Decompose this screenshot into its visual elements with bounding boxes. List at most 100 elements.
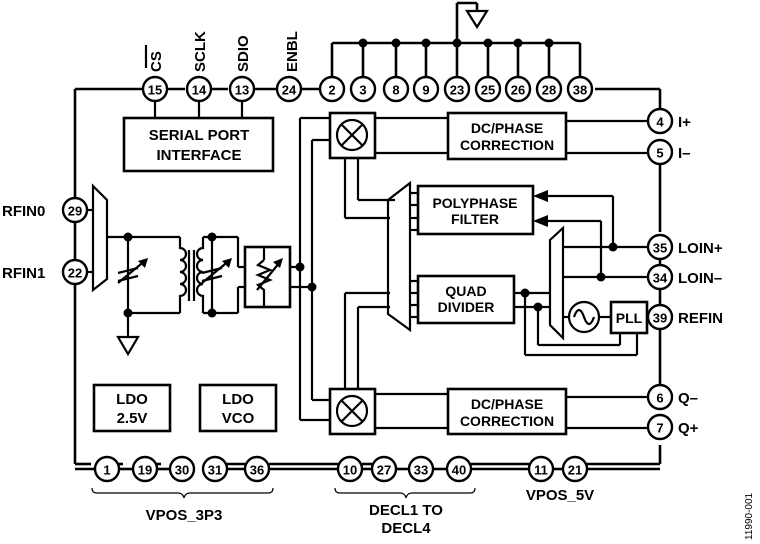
brace-vpos-3p3 [91,487,274,499]
block-label: CORRECTION [460,137,554,153]
pin-number: 19 [138,463,152,478]
pin-label-refin: REFIN [678,310,723,327]
pin-enbl[interactable]: 24 [275,75,303,103]
pin-cs[interactable]: 15 [141,75,169,103]
pin-number: 24 [282,83,297,98]
pin-vpos3p3-19[interactable]: 19 [131,455,159,483]
variable-attenuator [243,245,292,309]
pin-gnd-8[interactable]: 8 [382,75,410,103]
q-channel-mixer [328,387,377,436]
pin-gnd-38[interactable]: 38 [566,75,594,103]
pin-gnd-25[interactable]: 25 [474,75,502,103]
i-channel-mixer [328,111,377,160]
figure-id: 11990-001 [744,492,755,540]
pin-number: 33 [414,463,428,478]
quad-divider-block: QUAD DIVIDER [416,274,516,325]
rf-input-mux [91,183,109,293]
lo-phase-mux [386,180,412,333]
lo-input-wiring [533,190,648,282]
pin-label-q-minus: Q– [678,390,698,407]
block-label: POLYPHASE [432,195,517,211]
pin-loin-minus[interactable]: 34 [646,263,674,291]
pin-number: 14 [192,83,207,98]
dc-phase-correction-i-block: DC/PHASE CORRECTION [446,111,568,161]
pin-number: 27 [377,463,391,478]
pin-number: 9 [422,83,429,98]
pin-decl-10[interactable]: 10 [336,455,364,483]
pin-rfin1[interactable]: 22 [61,258,89,286]
pin-i-plus[interactable]: 4 [646,107,674,135]
pin-number: 34 [653,271,668,286]
ldo-2v5-block: LDO 2.5V [92,383,172,433]
pin-label-q-plus: Q+ [678,420,699,437]
pin-gnd-26[interactable]: 26 [504,75,532,103]
pin-number: 15 [148,83,162,98]
pin-vpos3p3-30[interactable]: 30 [168,455,196,483]
pin-q-minus[interactable]: 6 [646,383,674,411]
pin-number: 13 [235,83,249,98]
pin-sclk[interactable]: 14 [185,75,213,103]
pin-vpos3p3-31[interactable]: 31 [201,455,229,483]
pin-gnd-2[interactable]: 2 [318,75,346,103]
block-label: SERIAL PORT [149,127,250,144]
pin-number: 11 [534,463,548,478]
block-label: PLL [616,310,643,326]
brace-decl [334,487,476,499]
block-label: QUAD [445,283,486,299]
block-label: DC/PHASE [471,120,543,136]
polyphase-filter-block: POLYPHASE FILTER [416,184,535,236]
pin-refin[interactable]: 39 [646,303,674,331]
pin-loin-plus[interactable]: 35 [646,233,674,261]
pin-number: 5 [656,146,663,161]
pll-block: PLL [609,300,649,335]
pin-number: 23 [450,83,464,98]
pin-decl-27[interactable]: 27 [370,455,398,483]
ldo-vco-block: LDO VCO [198,383,278,433]
pin-number: 40 [452,463,466,478]
pin-decl-33[interactable]: 33 [407,455,435,483]
pin-number: 30 [175,463,189,478]
pin-number: 36 [250,463,264,478]
pin-gnd-9[interactable]: 9 [412,75,440,103]
serial-port-interface-block: SERIAL PORT INTERFACE [122,116,275,173]
pin-number: 2 [328,83,335,98]
pin-number: 7 [656,421,663,436]
dc-phase-correction-q-block: DC/PHASE CORRECTION [446,387,568,436]
pin-rfin0[interactable]: 29 [61,196,89,224]
pin-number: 31 [208,463,222,478]
pin-label-loin-plus: LOIN+ [678,240,723,257]
divider-feedback-wiring [514,288,639,357]
pin-number: 38 [573,83,587,98]
input-tank-circuit [117,232,205,337]
block-label: INTERFACE [156,147,241,164]
pin-q-plus[interactable]: 7 [646,413,674,441]
block-label: FILTER [451,211,499,227]
block-label: DIVIDER [438,299,495,315]
pin-vpos3p3-36[interactable]: 36 [243,455,271,483]
pin-gnd-28[interactable]: 28 [535,75,563,103]
vpos-3p3-label: VPOS_3P3 [146,507,223,524]
pin-number: 8 [392,83,399,98]
block-label: 2.5V [117,410,148,427]
block-label: DC/PHASE [471,396,543,412]
pin-number: 3 [359,83,366,98]
pin-sdio[interactable]: 13 [228,75,256,103]
pin-number: 22 [68,266,82,281]
block-label: VCO [222,410,255,427]
pin-label-i-minus: I– [678,145,691,162]
pin-vpos3p3-1[interactable]: 1 [93,455,121,483]
pin-gnd-23[interactable]: 23 [443,75,471,103]
pin-gnd-3[interactable]: 3 [349,75,377,103]
pin-label-rfin1: RFIN1 [2,265,45,282]
pin-vpos5v-21[interactable]: 21 [561,455,589,483]
rf-distribution-wires [295,116,330,422]
block-label: LDO [222,391,254,408]
pin-label-rfin0: RFIN0 [2,203,45,220]
block-label: CORRECTION [460,413,554,429]
pin-label-sdio: SDIO [235,35,252,72]
pin-decl-40[interactable]: 40 [445,455,473,483]
decl-label-line1: DECL1 TO [369,502,443,519]
pin-i-minus[interactable]: 5 [646,138,674,166]
pin-vpos5v-11[interactable]: 11 [527,455,555,483]
secondary-tank-circuit [201,232,245,318]
